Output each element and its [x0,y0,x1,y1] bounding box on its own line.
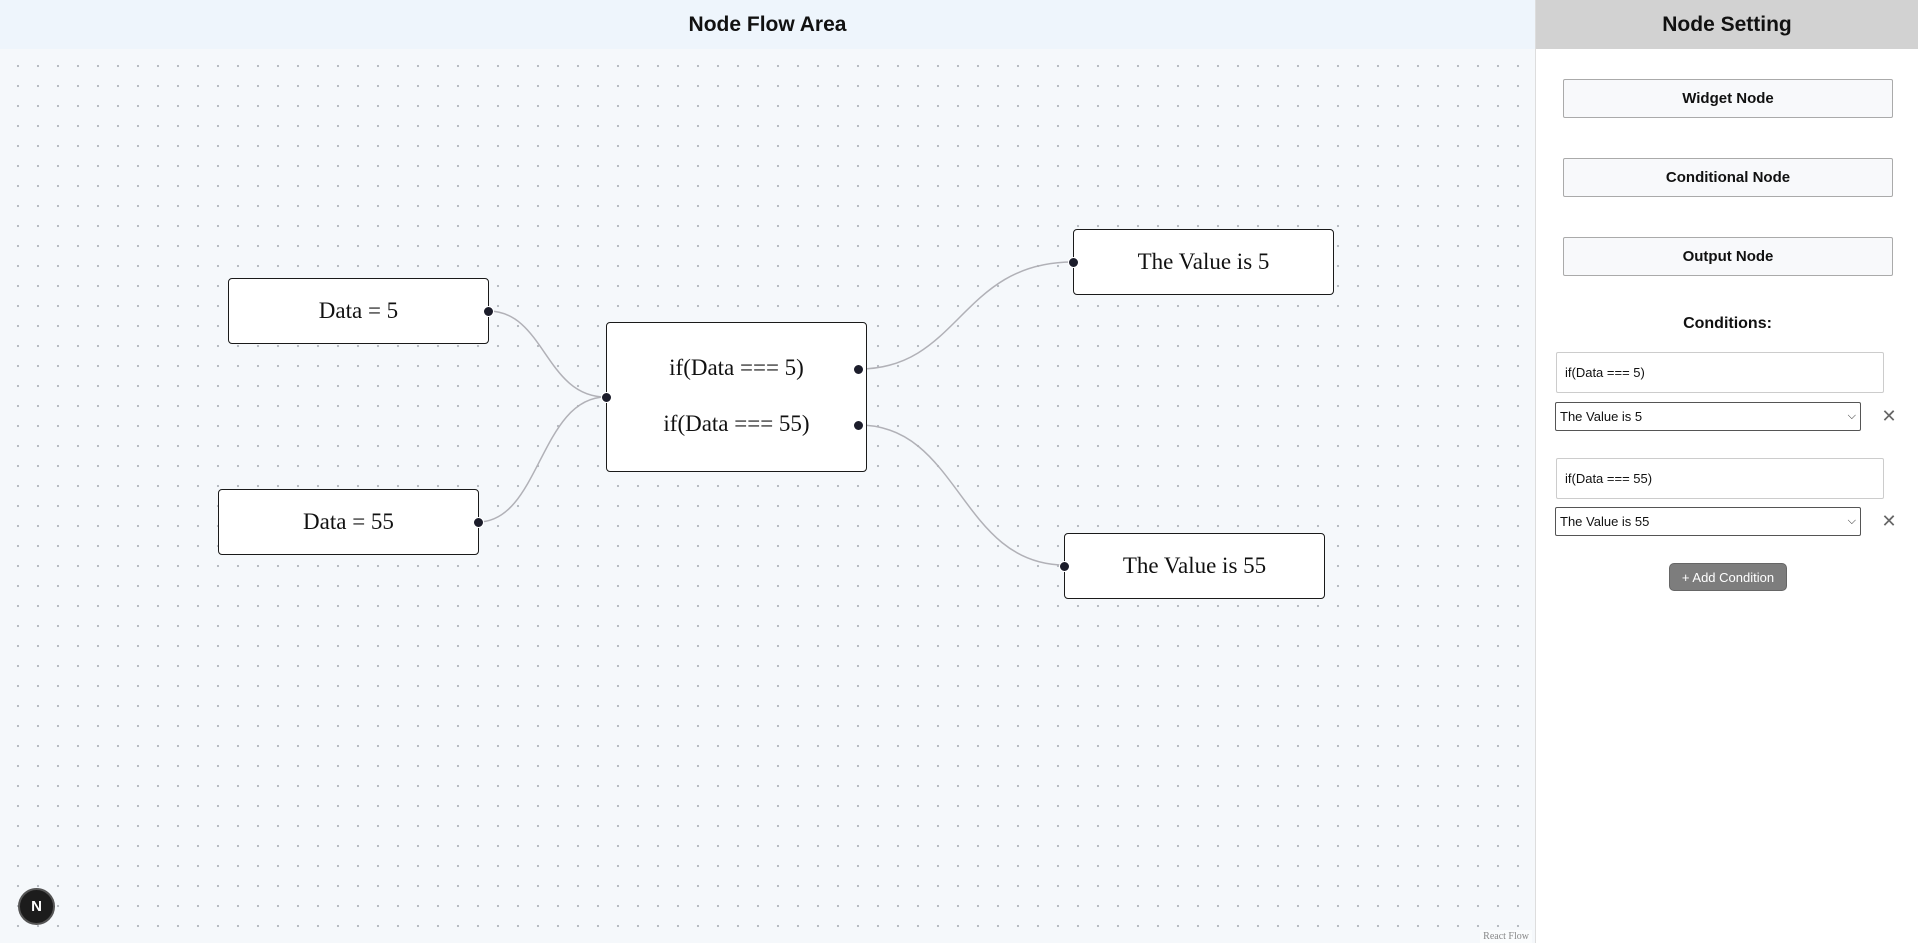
target-handle[interactable] [1068,257,1079,268]
chevron-down-icon: ⌵ [1847,515,1856,527]
node-data-5[interactable]: Data = 5 [228,278,494,344]
condition-output-select-1[interactable]: The Value is 5 ⌵ [1555,402,1861,431]
node-label: Data = 55 [303,509,394,534]
node-label: The Value is 55 [1122,553,1267,578]
condition-input-1[interactable]: if(Data === 5) [1556,352,1884,393]
source-handle[interactable] [483,306,494,317]
select-value: The Value is 5 [1560,409,1643,424]
conditional-node-button[interactable]: Conditional Node [1563,158,1893,197]
node-flow-area: Node Flow Area Data = 5 Data = 55 if(Dat… [0,0,1535,943]
condition-output-select-2[interactable]: The Value is 55 ⌵ [1555,507,1861,536]
target-handle[interactable] [601,392,612,403]
conditions-heading: Conditions: [1683,315,1772,332]
react-flow-attribution[interactable]: React Flow [1480,930,1532,943]
node-data-55[interactable]: Data = 55 [218,489,484,555]
source-handle-1[interactable] [853,364,864,375]
node-conditional[interactable]: if(Data === 5) if(Data === 55) [601,322,867,472]
add-condition-button[interactable]: + Add Condition [1669,563,1787,591]
source-handle[interactable] [473,517,484,528]
chevron-down-icon: ⌵ [1847,410,1856,422]
widget-node-button[interactable]: Widget Node [1563,79,1893,118]
output-node-button[interactable]: Output Node [1563,237,1893,276]
target-handle[interactable] [1059,561,1070,572]
source-handle-2[interactable] [853,420,864,431]
remove-condition-2-icon[interactable]: ✕ [1881,510,1897,531]
node-output-5[interactable]: The Value is 5 [1068,229,1334,295]
node-setting-sidebar: Node Setting Widget Node Conditional Nod… [1535,0,1918,943]
select-value: The Value is 55 [1560,514,1650,529]
condition-label-1: if(Data === 5) [669,355,804,380]
sidebar-title: Node Setting [1536,0,1918,49]
node-output-55[interactable]: The Value is 55 [1059,533,1325,599]
condition-label-2: if(Data === 55) [663,411,810,436]
condition-input-2[interactable]: if(Data === 55) [1556,458,1884,499]
node-label: Data = 5 [318,298,399,323]
flow-title: Node Flow Area [0,0,1535,49]
node-label: The Value is 5 [1137,249,1270,274]
remove-condition-1-icon[interactable]: ✕ [1881,405,1897,426]
n-logo-button[interactable]: N [18,888,55,925]
